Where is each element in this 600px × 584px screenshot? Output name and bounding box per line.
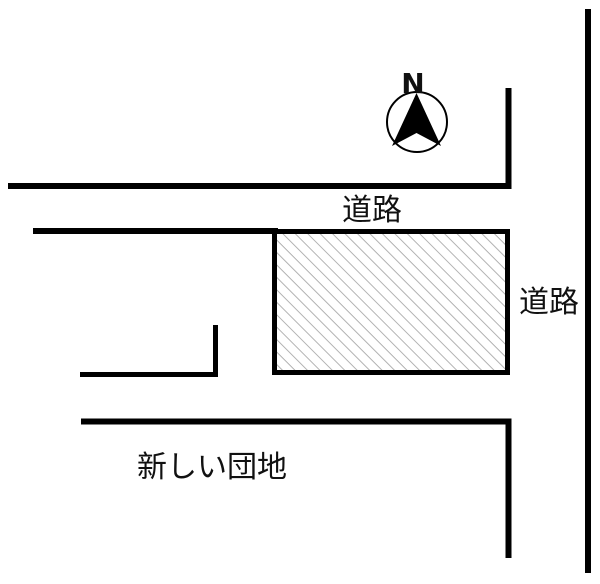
road-label-right: 道路 [519,285,579,320]
parcel-hatched-area [272,229,510,375]
road-bottom-line [81,418,512,558]
compass-north-label: N [401,67,425,100]
district-label: 新しい団地 [137,450,287,485]
north-arrow-icon [392,93,441,146]
road-top-line [8,88,512,189]
compass [386,91,448,153]
side-lane-line [80,325,218,377]
road-label-top: 道路 [342,193,402,228]
compass-circle [386,91,448,153]
